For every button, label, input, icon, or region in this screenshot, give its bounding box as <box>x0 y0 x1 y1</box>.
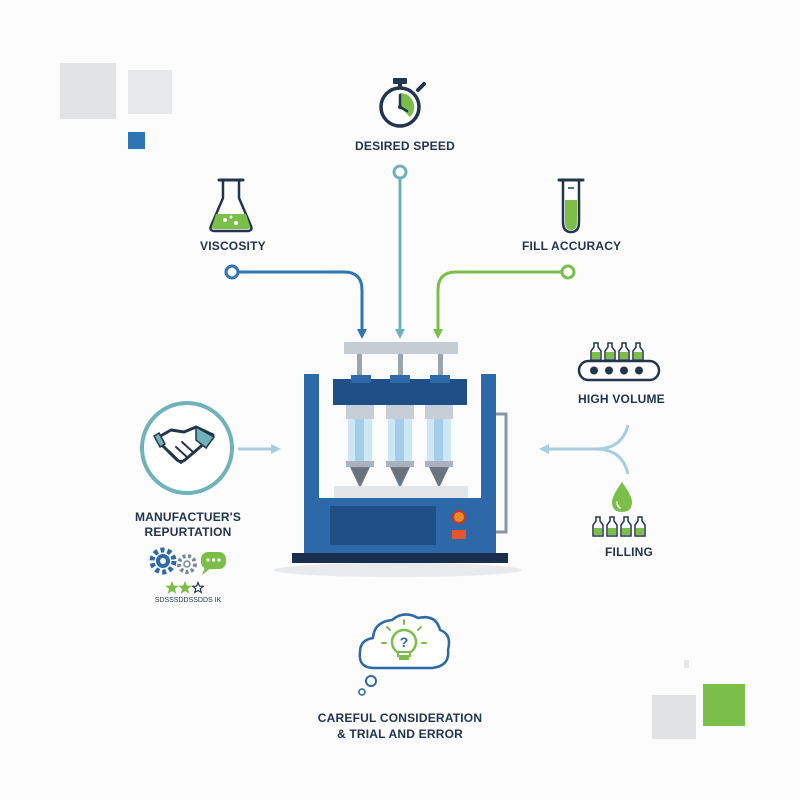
bottles-icon <box>592 516 646 537</box>
fill-accuracy-label: FILL ACCURACY <box>522 239 622 253</box>
star-filled-icon <box>178 580 192 594</box>
filling-machine <box>274 342 522 577</box>
star-filled-icon <box>165 580 179 594</box>
lightbulb-cloud-icon: ? <box>358 613 451 696</box>
gear-icon <box>149 547 197 575</box>
star-rating <box>165 580 205 594</box>
svg-text:?: ? <box>400 634 409 650</box>
flask-icon <box>209 178 253 233</box>
handshake-icon <box>140 401 234 495</box>
star-empty-icon <box>191 580 205 594</box>
droplet-icon <box>612 482 632 512</box>
decor-square-tiny <box>684 660 689 668</box>
viscosity-arrow <box>238 270 367 339</box>
desired-speed-label: DESIRED SPEED <box>355 139 455 153</box>
careful-label-line2: & TRIAL AND ERROR <box>336 727 464 741</box>
test-tube-icon <box>557 178 585 234</box>
speed-connector-node <box>392 164 408 180</box>
conveyor-icon <box>577 342 661 382</box>
viscosity-label: VISCOSITY <box>200 239 266 253</box>
filling-label: FILLING <box>605 545 654 559</box>
accuracy-arrow <box>433 270 562 339</box>
stopwatch-icon <box>379 78 426 128</box>
speech-bubble-icon <box>201 552 226 575</box>
decor-square-gray-large <box>60 63 116 119</box>
careful-label-line1: CAREFUL CONSIDERATION <box>317 711 483 725</box>
reputation-label-line1: MANUFACTUER'S <box>134 510 242 524</box>
accuracy-connector-node <box>560 264 576 280</box>
decor-square-gray-small <box>128 70 172 114</box>
volume-filling-arrow <box>544 424 630 475</box>
decor-square-green <box>703 684 745 726</box>
reputation-caption: SDSSSDDSSDDS IK <box>154 597 222 604</box>
high-volume-label: HIGH VOLUME <box>578 392 665 406</box>
decor-square-blue <box>128 132 145 149</box>
viscosity-connector-node <box>224 264 240 280</box>
decor-square-gray-bottom <box>652 695 696 739</box>
reputation-label-line2: REPURTATION <box>144 525 232 539</box>
